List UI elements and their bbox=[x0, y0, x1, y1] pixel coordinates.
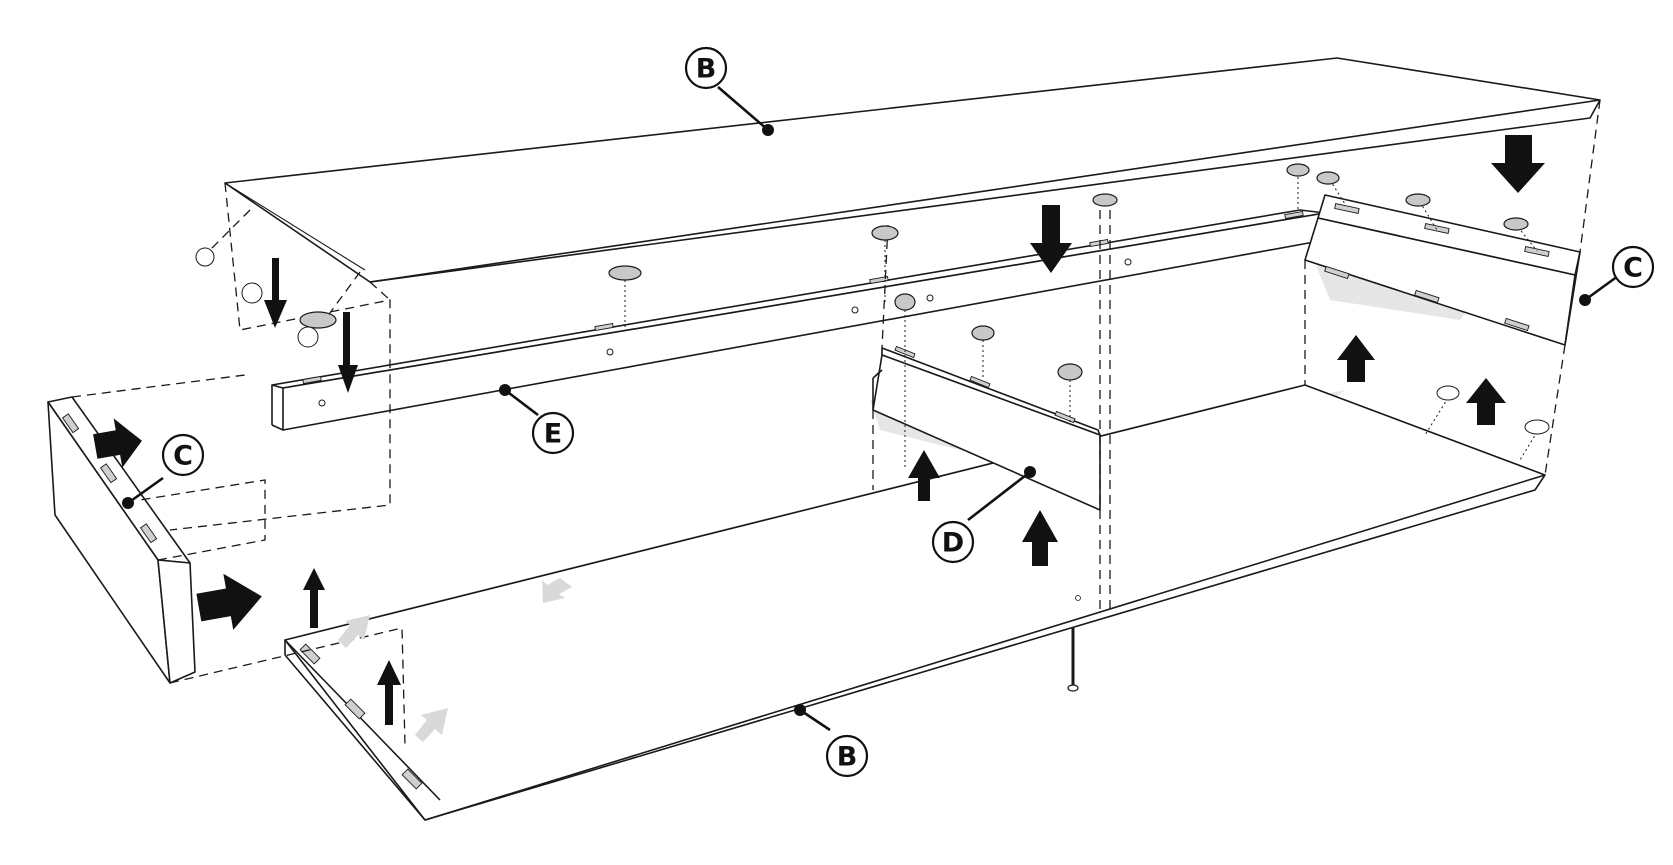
dowel-icon bbox=[608, 265, 642, 281]
dowel-icon bbox=[1092, 193, 1118, 207]
arrow-icon bbox=[415, 708, 448, 742]
secondary-arrows bbox=[338, 578, 572, 742]
arrow-up-icon bbox=[908, 450, 940, 501]
callout-left-side-panel: C bbox=[161, 433, 205, 477]
dowel-icon bbox=[1286, 163, 1310, 177]
arrow-down-icon bbox=[338, 312, 358, 393]
callout-label: E bbox=[544, 419, 562, 450]
arrow-icon bbox=[542, 578, 572, 603]
hole-icon bbox=[1524, 419, 1550, 435]
screw-icon bbox=[1067, 595, 1081, 692]
hole-icon bbox=[195, 247, 215, 267]
callout-right-side-panel: C bbox=[1611, 245, 1655, 289]
callout-top-panel: B bbox=[684, 46, 728, 90]
left-side-panel bbox=[47, 396, 196, 684]
dowel-icon bbox=[1405, 193, 1431, 207]
center-divider bbox=[872, 345, 1101, 511]
dowel-icon bbox=[871, 225, 899, 241]
hole-icon bbox=[241, 282, 263, 304]
callout-label: B bbox=[837, 742, 858, 773]
arrow-down-icon bbox=[264, 258, 287, 328]
arrow-right-icon bbox=[196, 573, 262, 630]
arrow-up-icon bbox=[1466, 378, 1506, 425]
dowel-icon bbox=[971, 325, 995, 341]
callout-bottom-panel: B bbox=[825, 734, 869, 778]
callout-label: C bbox=[1623, 253, 1643, 284]
callout-label: D bbox=[942, 528, 964, 559]
dowels bbox=[195, 163, 1550, 435]
arrow-up-icon bbox=[303, 568, 325, 628]
dowel-icon bbox=[299, 311, 337, 329]
dowel-icon bbox=[1316, 171, 1340, 185]
arrow-icon bbox=[338, 615, 370, 648]
callout-back-rail: E bbox=[531, 411, 575, 455]
arrow-down-icon bbox=[1491, 135, 1545, 193]
dowel-guide-lines bbox=[624, 172, 1538, 470]
arrow-up-icon bbox=[377, 660, 401, 725]
hole-icon bbox=[1436, 385, 1460, 401]
dowel-icon bbox=[1503, 217, 1529, 231]
arrow-up-icon bbox=[1337, 335, 1375, 382]
assembly-guide-lines bbox=[71, 99, 1601, 746]
hole-icon bbox=[297, 326, 319, 348]
arrow-down-icon bbox=[1030, 205, 1072, 273]
dowel-icon bbox=[1057, 363, 1083, 381]
callout-leaders bbox=[122, 86, 1619, 732]
right-side-panel bbox=[1304, 194, 1581, 346]
arrow-right-icon bbox=[93, 418, 142, 468]
direction-arrows bbox=[93, 135, 1545, 725]
arrow-up-icon bbox=[1022, 510, 1058, 566]
bottom-panel bbox=[284, 384, 1546, 821]
callout-label: C bbox=[173, 441, 193, 472]
dowel-icon bbox=[894, 293, 916, 311]
callout-center-divider: D bbox=[931, 520, 975, 564]
callout-label: B bbox=[696, 54, 717, 85]
